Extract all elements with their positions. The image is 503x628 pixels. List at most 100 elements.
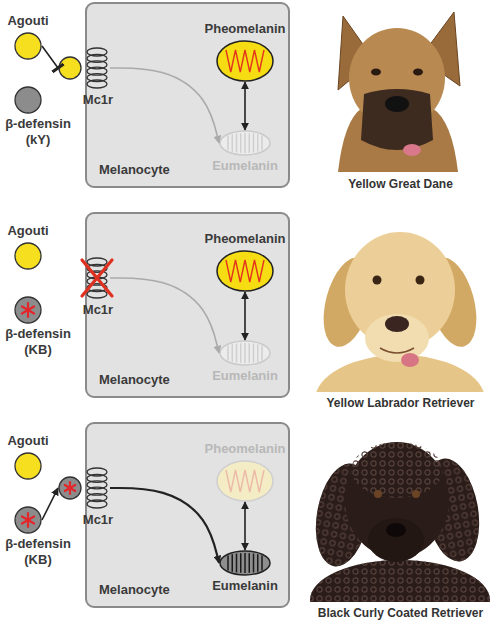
pigment-stripe <box>253 134 255 153</box>
granule-outline <box>217 461 273 501</box>
melanocyte-box: MelanocytePheomelaninMc1rEumelanin <box>85 422 290 608</box>
agouti-circle: Agouti <box>14 32 42 60</box>
node-label: Agouti <box>0 223 68 239</box>
dog-eye <box>412 490 420 498</box>
pheomelanin-granule: Pheomelanin <box>216 40 274 82</box>
node-label: Mc1r <box>76 512 120 528</box>
pigment-stripe <box>253 554 255 573</box>
receptor-coil <box>87 500 107 508</box>
pigment-stripe <box>257 554 259 571</box>
pigment-stripe <box>257 344 259 361</box>
pigment-stripe <box>240 133 242 153</box>
node-label: Melanocyte <box>99 372 219 388</box>
pigment-zigzag <box>226 50 264 72</box>
pigment-stripe <box>232 344 234 361</box>
mutation-star <box>65 485 75 491</box>
pigment-stripe <box>227 345 229 360</box>
node-label: Pheomelanin <box>195 21 295 37</box>
eumelanin-granule: Eumelanin <box>219 550 271 576</box>
pigment-stripe <box>249 133 251 153</box>
dog-muzzle <box>368 518 424 562</box>
dog-muzzle <box>365 314 429 362</box>
pigment-stripe <box>244 343 246 363</box>
pigment-stripe <box>249 553 251 573</box>
eumelanin-granule: Eumelanin <box>219 340 271 366</box>
agouti-circle-shape <box>14 242 42 270</box>
node-label: Pheomelanin <box>195 441 295 457</box>
node-label: Eumelanin <box>195 158 295 174</box>
labrador-photo <box>315 232 485 392</box>
beta-defensin-circle-shape <box>14 506 42 534</box>
pigment-stripe <box>227 555 229 570</box>
bound-ligand <box>59 57 81 79</box>
node-label: Eumelanin <box>195 578 295 594</box>
dog-nose <box>386 523 406 537</box>
dog-nose <box>385 316 409 332</box>
granule-outline <box>220 341 270 365</box>
pigment-stripe <box>227 135 229 150</box>
protein-circle <box>15 507 41 533</box>
pathway-arrow <box>42 46 58 68</box>
pathway-arrow <box>42 488 58 520</box>
pathway-arrow <box>244 502 246 550</box>
pigment-zigzag <box>226 470 264 492</box>
eumelanin-granule-shape <box>219 130 271 156</box>
protein-circle <box>15 243 41 269</box>
knockout-cross <box>82 260 112 296</box>
pigment-stripe <box>232 554 234 571</box>
pigment-stripe <box>244 553 246 573</box>
eumelanin-granule-shape <box>219 340 271 366</box>
node-label: Mc1r <box>76 92 120 108</box>
granule-outline <box>220 131 270 155</box>
breed-caption: Yellow Labrador Retriever <box>298 396 503 411</box>
granule-outline <box>217 251 273 291</box>
melanocyte-box: MelanocytePheomelaninMc1rEumelanin <box>85 2 290 188</box>
agouti-circle-shape <box>14 452 42 480</box>
dog-tongue <box>403 144 421 156</box>
breed-caption: Yellow Great Dane <box>298 177 503 192</box>
pigment-stripe <box>244 133 246 153</box>
pigment-stripe <box>236 344 238 363</box>
protein-circle <box>15 87 41 113</box>
agouti-circle: Agouti <box>14 242 42 270</box>
beta-defensin-circle-shape <box>14 86 42 114</box>
node-label: Pheomelanin <box>195 231 295 247</box>
pigment-stripe <box>261 555 263 570</box>
dog-eye <box>371 69 381 76</box>
granule-outline <box>220 551 270 575</box>
mutation-star <box>22 307 34 314</box>
node-label: Melanocyte <box>99 162 219 178</box>
mutation-star <box>22 307 34 314</box>
receptor-coil <box>87 290 107 298</box>
pigment-stripe <box>236 134 238 153</box>
pathway-arrow <box>110 68 219 143</box>
mc1r-receptor: Mc1r <box>58 256 110 300</box>
eumelanin-granule: Eumelanin <box>219 130 271 156</box>
mc1r-receptor-shape <box>58 256 110 300</box>
mc1r-receptor-shape <box>58 46 110 90</box>
node-label: Agouti <box>0 433 68 449</box>
pathway-arrow <box>110 488 219 563</box>
pheomelanin-granule-shape <box>216 460 274 502</box>
dog-eye <box>416 276 425 285</box>
granule-outline <box>217 41 273 81</box>
dog-curls <box>351 442 443 498</box>
agouti-circle-shape <box>14 32 42 60</box>
mc1r-receptor: Mc1r <box>58 46 110 90</box>
pheomelanin-granule: Pheomelanin <box>216 250 274 292</box>
pigment-stripe <box>240 343 242 363</box>
dog-mouth <box>380 348 414 353</box>
breed-caption: Black Curly Coated Retriever <box>298 606 503 621</box>
protein-circle <box>15 33 41 59</box>
pigment-stripe <box>261 135 263 150</box>
bound-ligand <box>59 477 81 499</box>
beta-defensin-circle-shape <box>14 296 42 324</box>
node-label: Agouti <box>0 13 68 29</box>
eumelanin-granule-shape <box>219 550 271 576</box>
mc1r-receptor-shape <box>58 466 110 510</box>
mutation-star <box>22 517 34 524</box>
pigment-stripe <box>240 553 242 573</box>
pathway-arrow <box>244 292 246 340</box>
pigment-stripe <box>261 345 263 360</box>
